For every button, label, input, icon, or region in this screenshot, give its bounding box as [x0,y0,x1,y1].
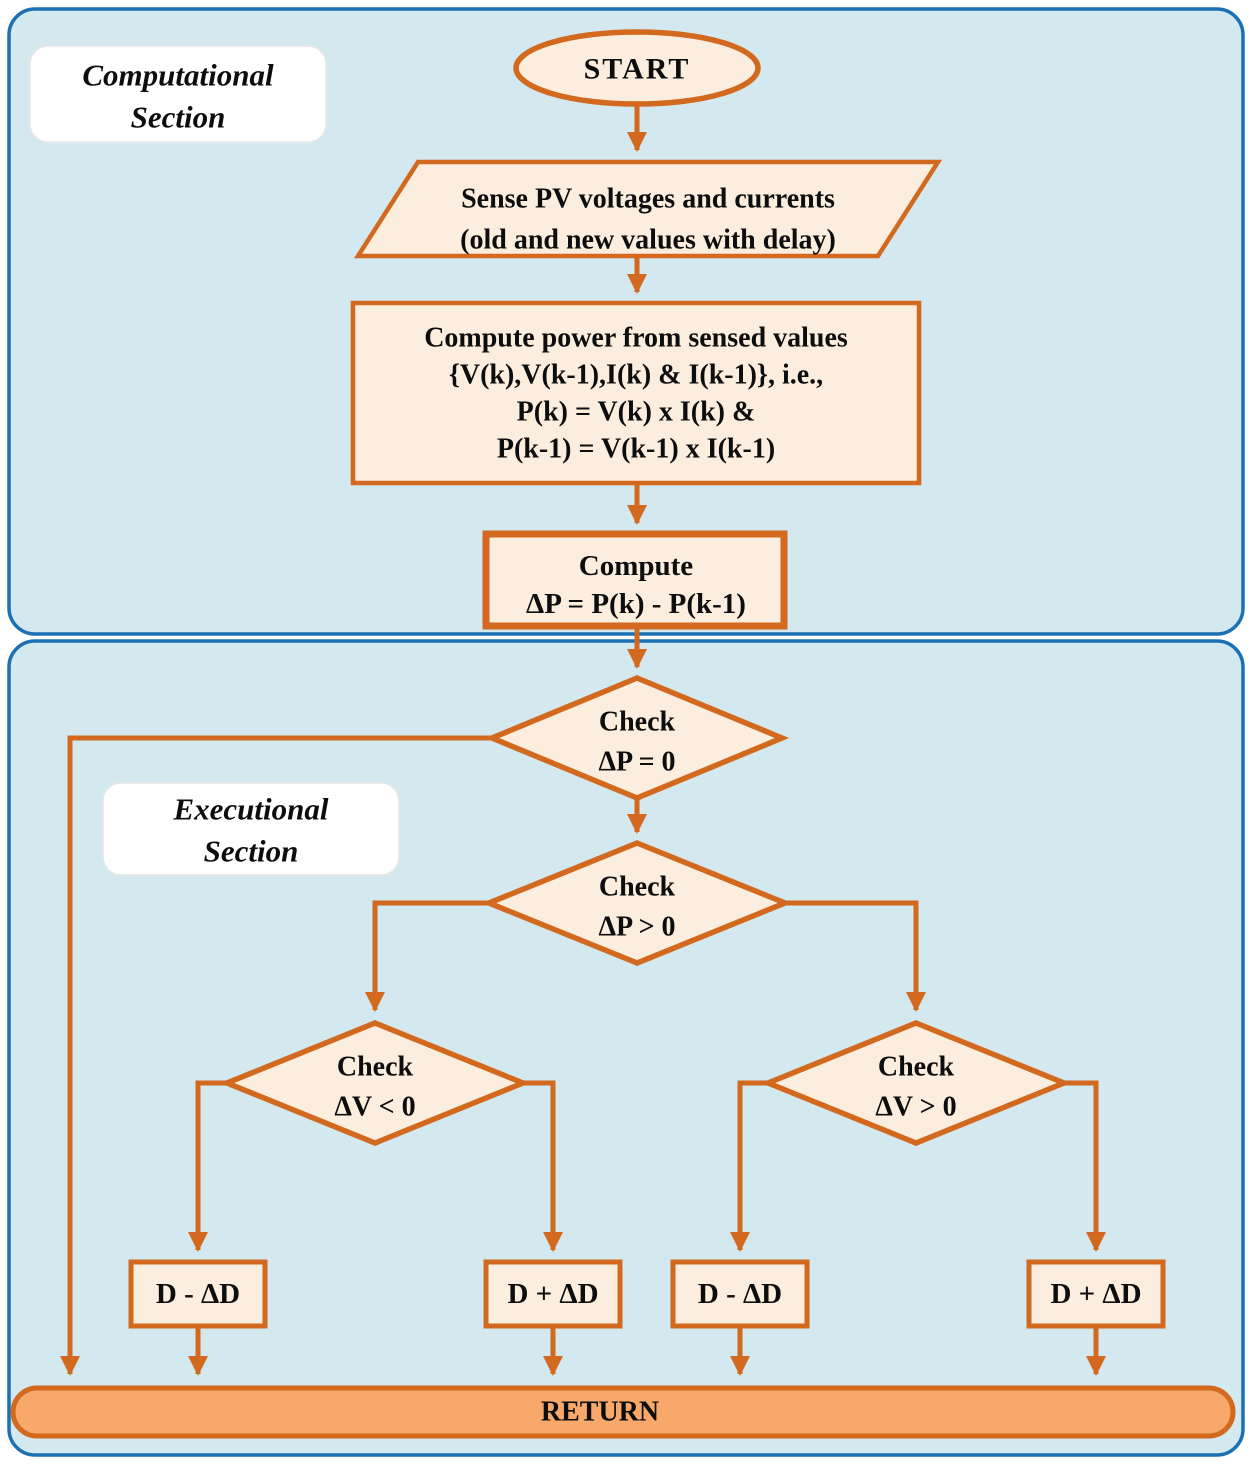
duty-increase-right-rect [1026,1259,1166,1329]
sense-inputs-parallelogram [353,159,943,259]
check-dv-positive-diamond [760,1020,1072,1146]
section-label-line: Section [204,834,299,869]
check-dp-positive-diamond [481,840,793,966]
node-text-line: ΔV > 0 [875,1092,956,1123]
connector-dp-zero-yes-to-return [60,735,490,1376]
connector-dv-positive-yes-to-duty-decrease [730,1080,768,1252]
node-text-line: Sense PV voltages and currents [461,184,835,215]
connector-dp-positive-no-to-check-dv-positive [785,900,926,1012]
check-dp-positive-node: Check ΔP > 0 [481,840,793,966]
connector-dv-negative-yes-to-duty-decrease [188,1080,227,1252]
label-background [102,782,400,876]
node-text-line: P(k-1) = V(k-1) x I(k-1) [497,434,775,465]
node-text-line: ΔP > 0 [598,912,675,943]
check-dv-negative-diamond [219,1020,531,1146]
node-text-line: ΔP = 0 [598,747,675,778]
duty-decrease-left-node: D - ΔD [128,1259,268,1329]
compute-delta-p-rect [482,530,788,630]
label-background [29,45,327,143]
check-dv-negative-node: Check ΔV < 0 [219,1020,531,1146]
compute-delta-p-node: Compute ΔP = P(k) - P(k-1) [482,530,788,630]
return-node: RETURN [10,1385,1236,1439]
section-label-line: Executional [172,792,328,827]
compute-power-node: Compute power from sensed values {V(k),V… [350,300,922,486]
start-label: START [584,53,691,86]
duty-decrease-right-node: D - ΔD [670,1259,810,1329]
node-text-line: (old and new values with delay) [460,225,836,256]
check-dv-positive-node: Check ΔV > 0 [760,1020,1072,1146]
node-text-line: P(k) = V(k) x I(k) & [517,397,756,428]
duty-decrease-left-rect [128,1259,268,1329]
executional-section-label: Executional Section [102,782,400,876]
duty-increase-left-node: D + ΔD [483,1259,623,1329]
check-dp-zero-node: Check ΔP = 0 [484,675,790,801]
node-text-line: Check [337,1052,414,1083]
duty-increase-right-node: D + ΔD [1026,1259,1166,1329]
connector-dp-positive-yes-to-check-dv-negative [365,900,489,1012]
node-text-line: D - ΔD [698,1278,782,1310]
duty-decrease-right-rect [670,1259,810,1329]
node-text-line: ΔV < 0 [334,1092,415,1123]
node-text-line: ΔP = P(k) - P(k-1) [526,588,746,620]
section-label-line: Section [131,100,226,135]
computational-section-label: Computational Section [29,45,327,143]
node-text-line: D + ΔD [507,1278,598,1310]
node-text-line: Compute [579,550,694,582]
node-text-line: Check [599,872,676,903]
node-text-line: D - ΔD [156,1278,240,1310]
node-text-line: {V(k),V(k-1),I(k) & I(k-1)}, i.e., [449,360,823,391]
return-bar [10,1385,1236,1439]
node-text-line: D + ΔD [1050,1278,1141,1310]
section-label-line: Computational [82,58,274,93]
check-dp-zero-diamond [484,675,790,801]
node-text-line: Compute power from sensed values [424,323,848,354]
connector-dv-positive-no-to-duty-increase [1064,1080,1106,1252]
start-ellipse [513,29,761,107]
return-label: RETURN [541,1397,659,1428]
node-text-line: Check [878,1052,955,1083]
compute-power-rect [350,300,922,486]
sense-inputs-node: Sense PV voltages and currents (old and … [353,159,943,259]
start-node: START [513,29,761,107]
node-text-line: Check [599,707,676,738]
connector-dv-negative-no-to-duty-increase [523,1080,563,1252]
duty-increase-left-rect [483,1259,623,1329]
